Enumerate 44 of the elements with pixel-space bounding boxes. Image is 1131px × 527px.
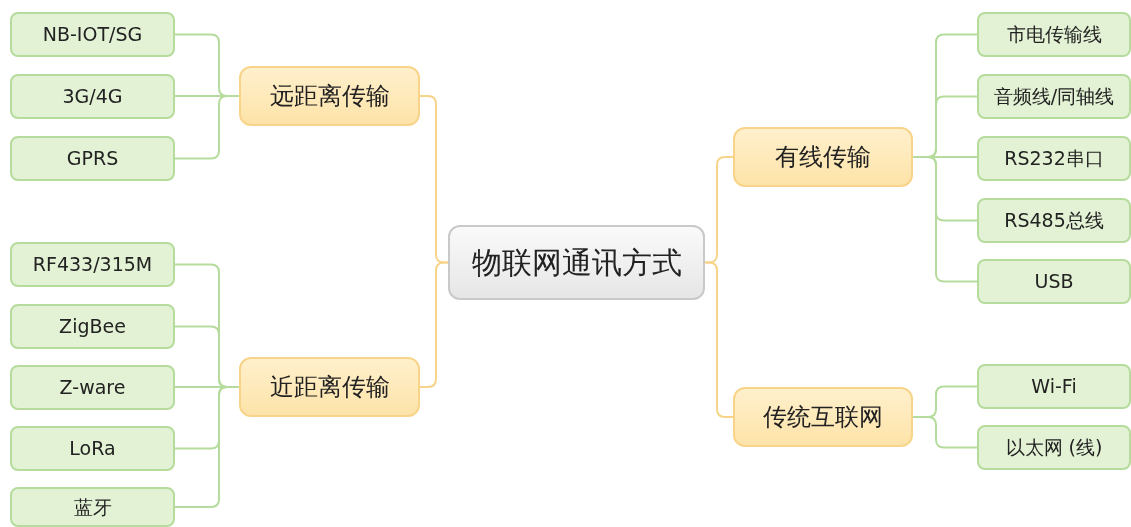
connector-line [912, 416, 978, 449]
branch-topic-box [239, 357, 420, 417]
leaf-topic-box [10, 242, 175, 287]
topic-label: USB [1034, 269, 1074, 295]
leaf-topic-box [10, 304, 175, 349]
leaf-topic-box [10, 12, 175, 57]
topic-label: 以太网 (线) [1005, 435, 1103, 461]
connector-line [174, 386, 240, 508]
topic-label: 音频线/同轴线 [993, 84, 1115, 110]
leaf-topic-box [10, 487, 175, 527]
leaf-topic-box [10, 136, 175, 181]
leaf-topic-box [977, 259, 1131, 304]
leaf-topic-box [977, 198, 1131, 243]
branch-topic-box [733, 127, 913, 187]
leaf-topic-box [977, 425, 1131, 470]
topic-label: 物联网通讯方式 [471, 244, 682, 282]
leaf-topic-box [10, 74, 175, 119]
leaf-topic-box [977, 74, 1131, 119]
topic-label: LoRa [69, 436, 116, 462]
topic-label: 市电传输线 [1006, 22, 1102, 48]
topic-label: ZigBee [59, 314, 126, 340]
topic-label: Z-ware [59, 375, 126, 401]
topic-label: NB-IOT/SG [42, 22, 143, 48]
topic-label: Wi-Fi [1031, 374, 1077, 400]
topic-label: RF433/315M [32, 252, 153, 278]
leaf-topic-box [977, 12, 1131, 57]
branch-topic-box [733, 387, 913, 447]
topic-label: 有线传输 [775, 142, 871, 173]
central-topic-box [448, 225, 705, 300]
leaf-topic-box [977, 364, 1131, 409]
branch-topic-box [239, 66, 420, 126]
leaf-topic-box [10, 426, 175, 471]
leaf-topic-box [977, 136, 1131, 181]
leaf-topic-box [10, 365, 175, 410]
topic-label: 蓝牙 [73, 494, 112, 520]
topic-label: 远距离传输 [269, 81, 390, 112]
topic-label: GPRS [66, 146, 119, 172]
connector-line [174, 95, 240, 160]
topic-label: 3G/4G [62, 84, 123, 110]
topic-label: RS232串口 [1004, 146, 1104, 172]
connector-line [912, 156, 978, 283]
topic-label: 近距离传输 [269, 372, 390, 403]
topic-label: RS485总线 [1004, 208, 1104, 234]
topic-label: 传统互联网 [763, 402, 883, 433]
